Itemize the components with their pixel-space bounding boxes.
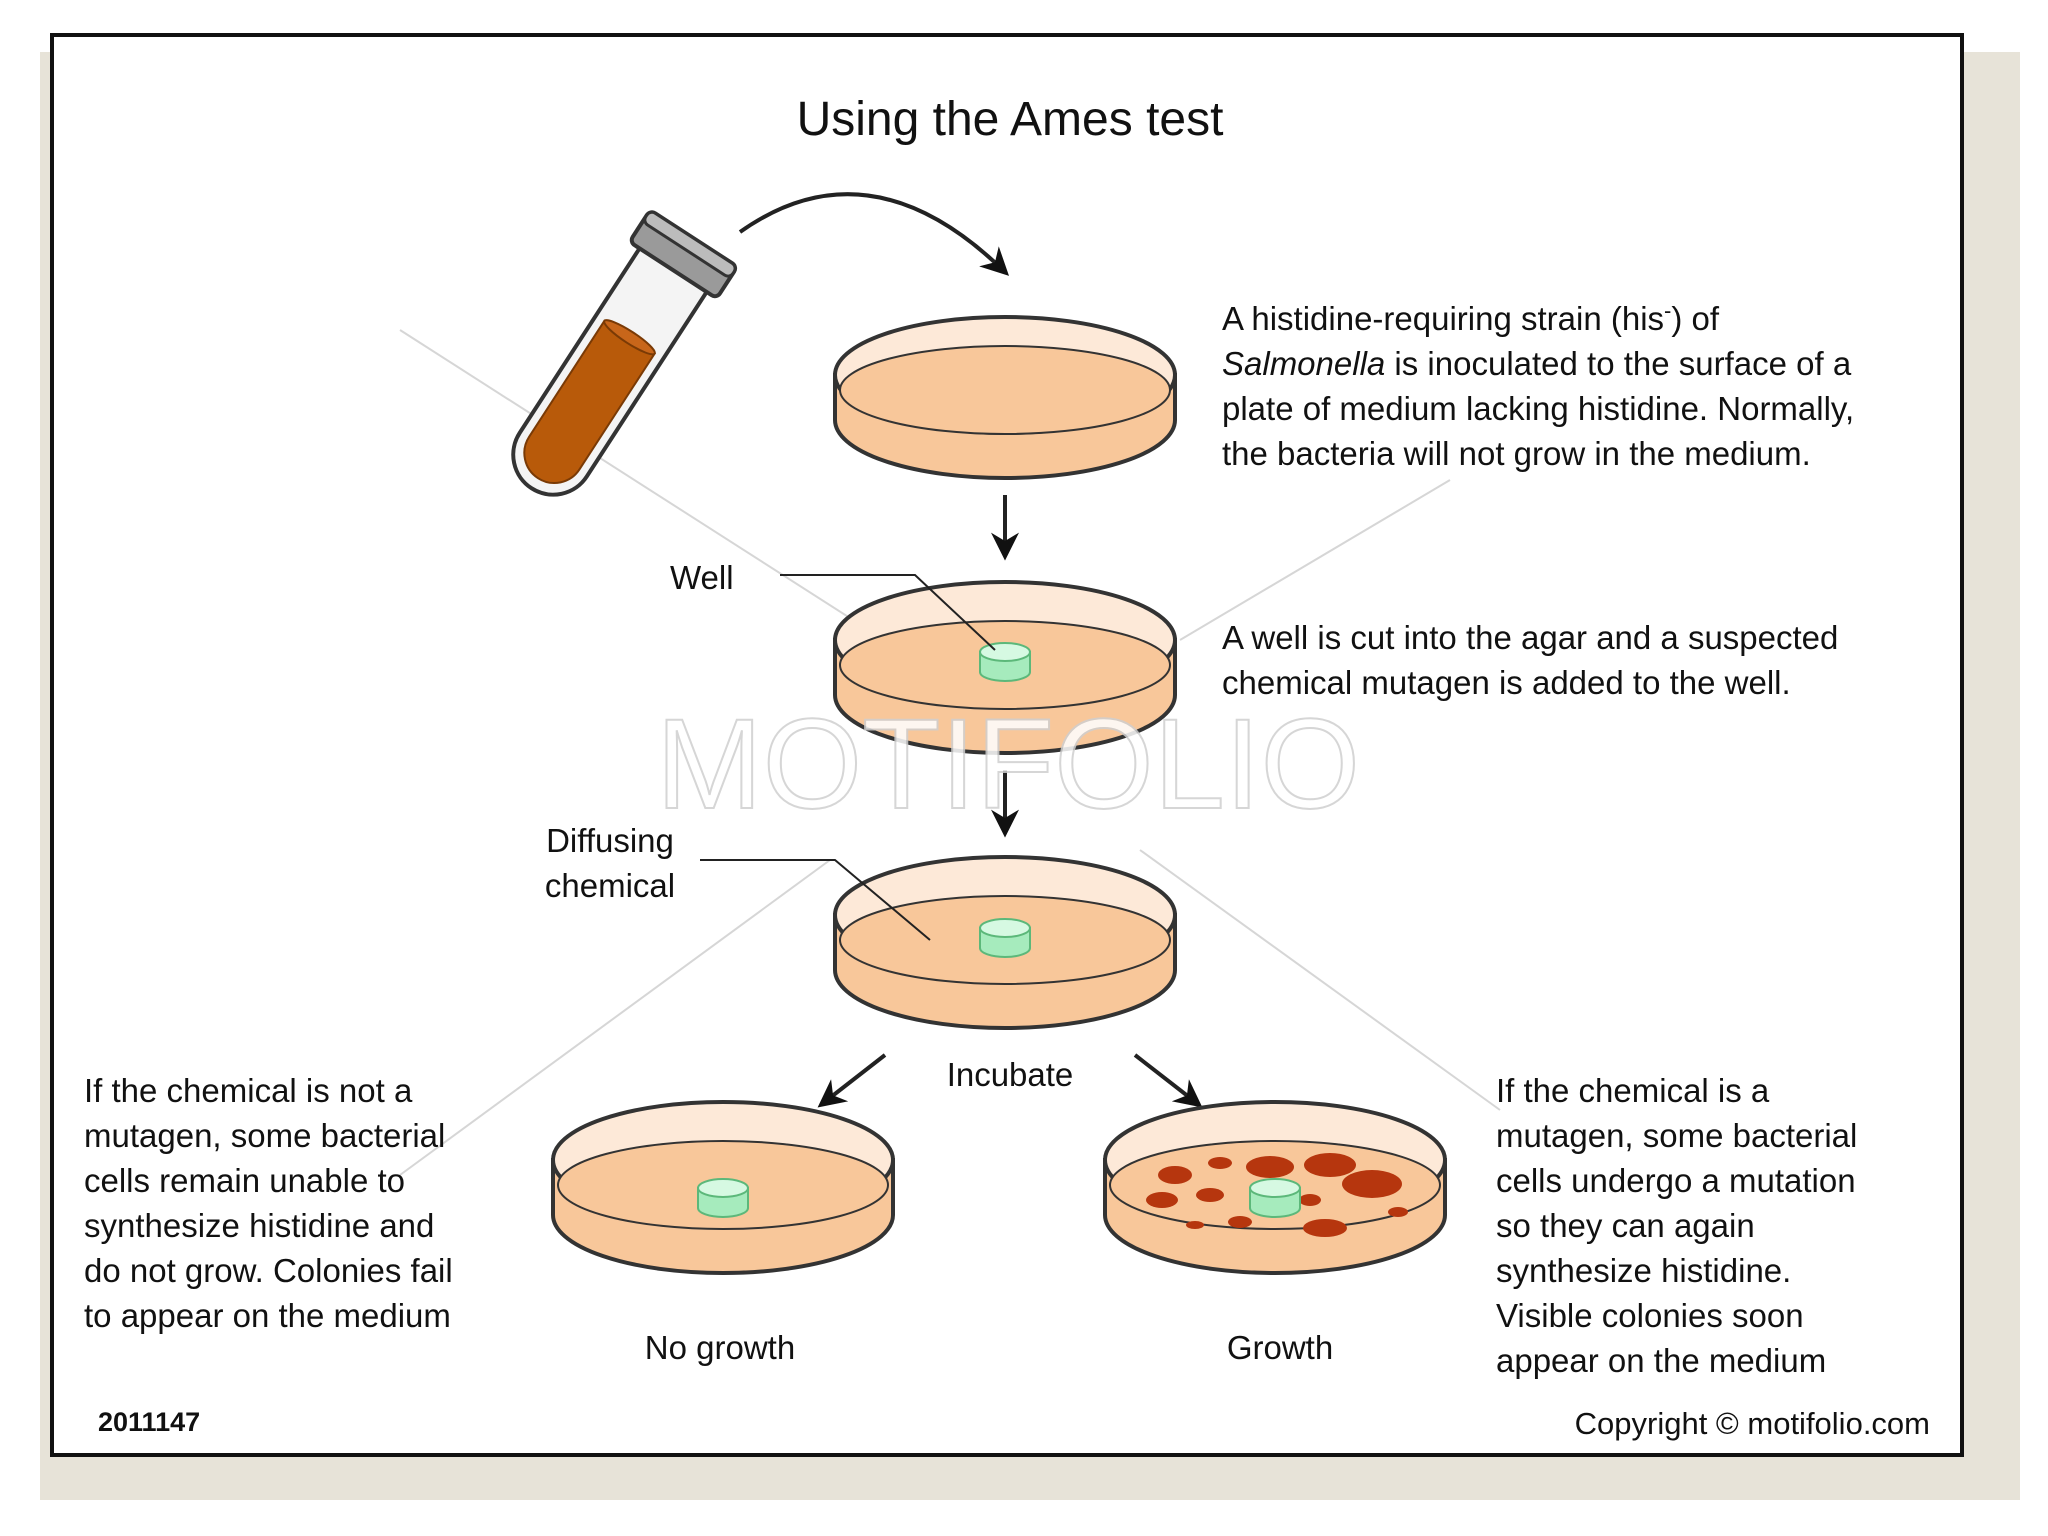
petri-dish-no-growth bbox=[551, 1100, 895, 1275]
watermark-lines bbox=[399, 329, 1501, 1176]
petri-dish-well bbox=[833, 580, 1177, 755]
growth-label: Growth bbox=[1226, 1329, 1334, 1366]
mutagen-outcome-text: If the chemical is a mutagen, some bacte… bbox=[1496, 1072, 1858, 1379]
step1-description: A histidine-requiring strain (his-) of S… bbox=[1222, 296, 1982, 476]
step2-description: A well is cut into the agar and a suspec… bbox=[1222, 619, 1839, 701]
diagram-title: Using the Ames test bbox=[796, 93, 1224, 146]
well-leader-line bbox=[780, 574, 996, 651]
step1-rest: is inoculated to the surface of a plate … bbox=[1222, 345, 1855, 472]
petri-dish-growth bbox=[1103, 1100, 1447, 1275]
watermark: MOTIFOLIO bbox=[656, 693, 1360, 836]
petri-dish-diffusing bbox=[833, 855, 1177, 1030]
figure-id: 2011147 bbox=[98, 1407, 201, 1437]
step1-superscript: - bbox=[1664, 298, 1672, 323]
petri-dish-plain bbox=[833, 315, 1177, 480]
diffusing-chemical-label: Diffusing chemical bbox=[544, 822, 676, 904]
step1-organism: Salmonella bbox=[1222, 345, 1386, 382]
diffusing-leader-line bbox=[700, 859, 931, 941]
step1-line1: A histidine-requiring strain (his bbox=[1222, 300, 1665, 337]
step1-line1-end: ) of bbox=[1671, 300, 1720, 337]
branch-arrow-left bbox=[817, 1053, 887, 1108]
well-label: Well bbox=[670, 559, 734, 596]
no-growth-label: No growth bbox=[644, 1329, 796, 1366]
inoculate-arrow bbox=[738, 192, 1010, 276]
incubate-label: Incubate bbox=[946, 1056, 1074, 1093]
test-tube-icon bbox=[511, 210, 738, 497]
not-mutagen-outcome-text: If the chemical is not a mutagen, some b… bbox=[84, 1072, 453, 1334]
copyright-notice: Copyright © motifolio.com bbox=[1574, 1406, 1930, 1441]
branch-arrow-right bbox=[1133, 1053, 1203, 1108]
bacterial-colonies bbox=[1146, 1153, 1408, 1237]
